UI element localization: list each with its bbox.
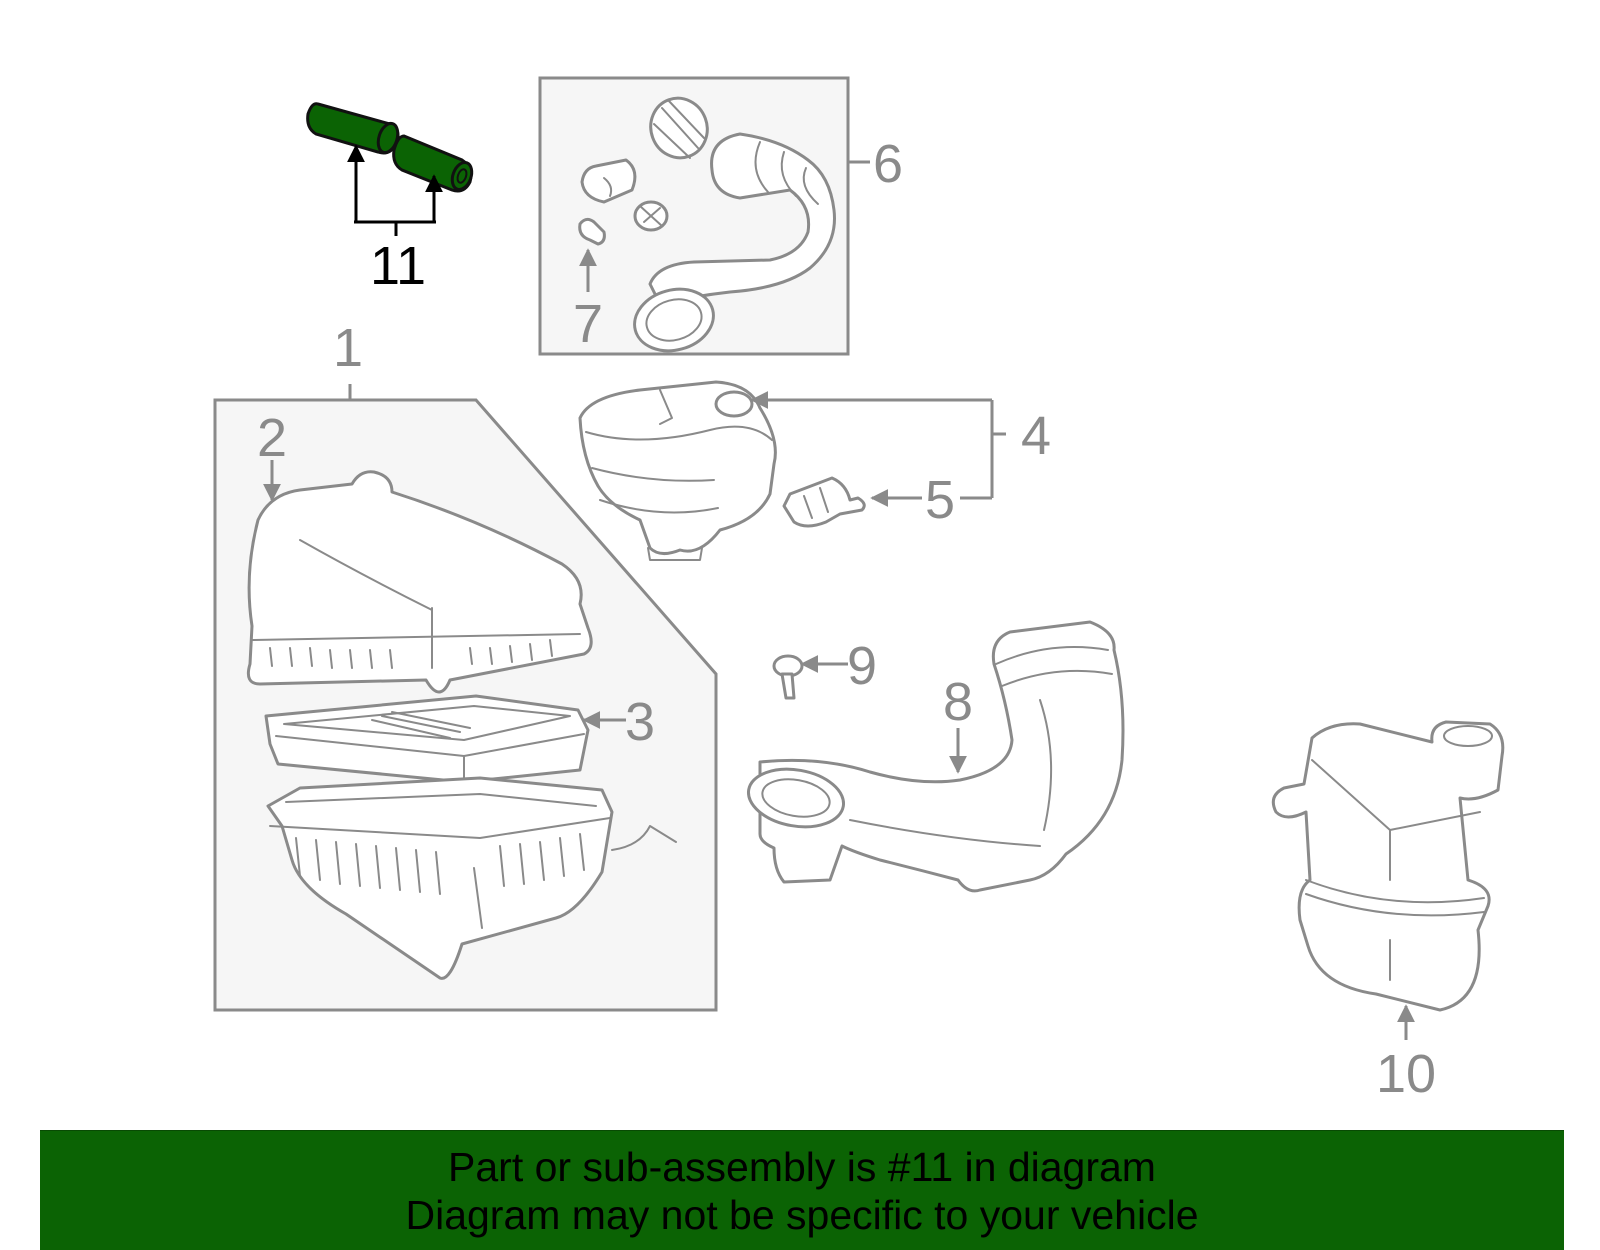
parts-diagram: 11 6 7 1 2 (213, 76, 1505, 1104)
part-11-hose-left (306, 102, 400, 155)
part-5-connector (782, 476, 866, 528)
callout-4: 4 (1021, 406, 1051, 466)
callout-3: 3 (625, 692, 655, 752)
banner-line-2: Diagram may not be specific to your vehi… (405, 1192, 1199, 1238)
part-10-resonator-chamber (1271, 720, 1505, 1012)
callout-10: 10 (1376, 1044, 1436, 1104)
part-11-hoses[interactable] (306, 102, 476, 193)
part-3-filter-element (264, 694, 590, 784)
callout-2: 2 (257, 408, 287, 468)
part-11-hose-right (392, 134, 474, 193)
callout-9: 9 (847, 636, 877, 696)
part-1-lower-case (266, 776, 677, 980)
callout-6: 6 (873, 134, 903, 194)
part-8-inlet-duct (746, 620, 1125, 893)
part-9-clip (772, 654, 804, 700)
callout-8: 8 (943, 672, 973, 732)
callout-7: 7 (573, 294, 603, 354)
leader-4 (750, 391, 1006, 500)
part-2-cleaner-cap (246, 470, 593, 694)
leader-11 (347, 144, 443, 236)
info-banner: Part or sub-assembly is #11 in diagram D… (40, 1130, 1564, 1250)
callout-1: 1 (333, 318, 363, 378)
part-6-intake-hose (578, 96, 836, 353)
part-4-resonator (578, 380, 777, 561)
banner-line-1: Part or sub-assembly is #11 in diagram (448, 1144, 1156, 1190)
callout-11: 11 (370, 236, 426, 296)
callout-5: 5 (925, 470, 955, 530)
